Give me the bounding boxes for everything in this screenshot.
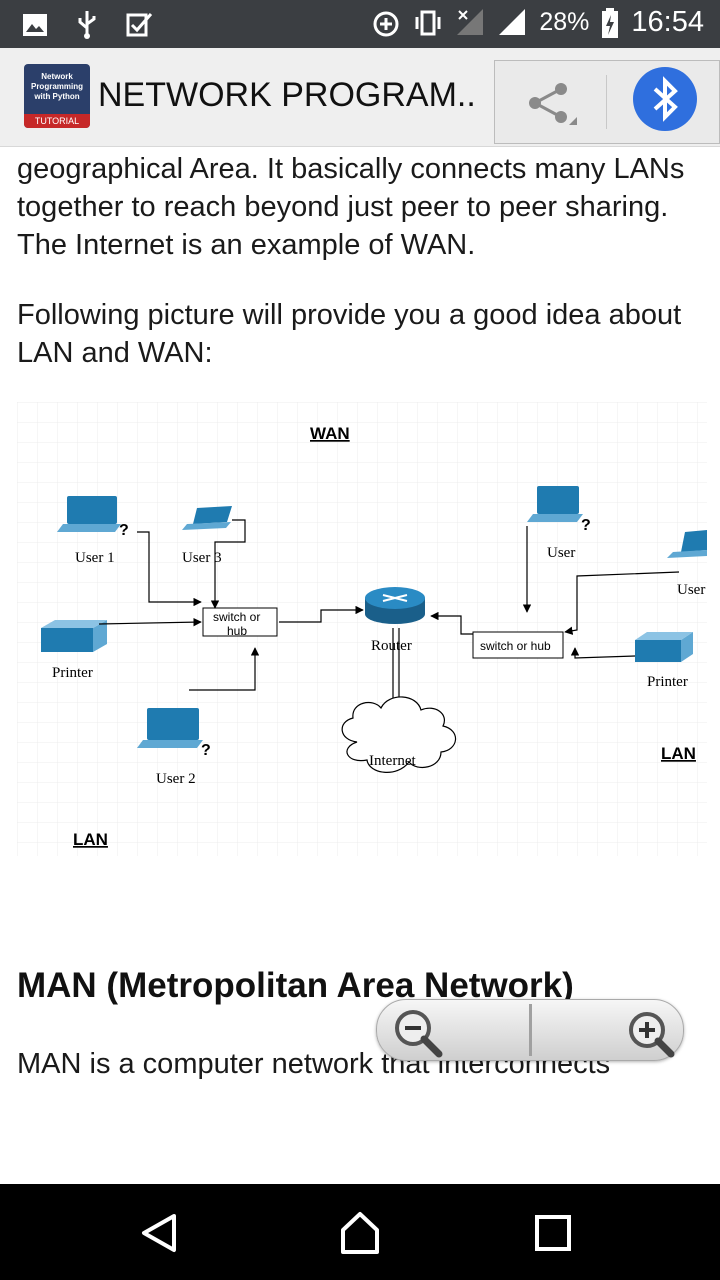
svg-text:?: ? [201, 742, 211, 759]
data-saver-icon [373, 11, 399, 36]
lan-wan-diagram: WAN LAN LAN ? User 1 User 3 Printer ? [17, 402, 707, 856]
bluetooth-icon [653, 76, 678, 122]
user3-label: User 3 [182, 550, 222, 566]
printer-left-label: Printer [52, 665, 93, 681]
battery-percent: 28% [539, 8, 590, 36]
tasks-icon [126, 13, 153, 37]
no-data-signal-icon [457, 8, 484, 35]
share-icon[interactable] [523, 79, 579, 127]
paragraph-wan: geographical Area. It basically connects… [17, 153, 685, 261]
vibrate-icon [415, 10, 441, 35]
right-connectors [430, 526, 680, 659]
switch-right-box [472, 631, 564, 659]
battery-charging-icon [602, 7, 619, 38]
svg-text:?: ? [581, 517, 591, 534]
lan-right-label: LAN [661, 744, 696, 763]
usb-icon [78, 11, 96, 39]
app-title: NETWORK PROGRAM.. [98, 76, 476, 114]
zoom-out-button[interactable] [391, 1006, 443, 1058]
laptop-user-far-right-icon [667, 530, 707, 558]
signal-icon [499, 8, 526, 35]
laptop-user-right-icon: ? [527, 486, 591, 534]
clock: 16:54 [631, 6, 704, 38]
laptop-user2-icon: ? [137, 708, 211, 759]
left-connectors [98, 519, 364, 691]
printer-right-label: Printer [647, 674, 688, 690]
zoom-in-icon [629, 1012, 675, 1058]
zoom-out-icon [395, 1010, 443, 1058]
zoom-divider [529, 1004, 532, 1056]
user1-label: User 1 [75, 550, 115, 566]
back-icon[interactable] [134, 1208, 184, 1258]
zoom-controls [376, 999, 684, 1061]
user-far-right-label: User [677, 582, 705, 598]
svg-text:?: ? [119, 522, 129, 539]
app-logo-text: Network Programming with Python [30, 72, 83, 101]
router-label: Router [371, 638, 412, 654]
lan-left-label: LAN [73, 830, 108, 849]
user2-label: User 2 [156, 771, 196, 787]
toolbar-actions [494, 60, 720, 144]
navigation-bar [0, 1184, 720, 1280]
switch-left-box [202, 607, 278, 637]
home-icon[interactable] [335, 1208, 385, 1258]
recents-icon[interactable] [528, 1208, 578, 1258]
bluetooth-button[interactable] [633, 67, 697, 131]
switch-left-line2: hub [227, 624, 247, 638]
switch-right-label: switch or hub [480, 639, 551, 653]
internet-cloud-icon [341, 696, 457, 773]
user-right-top-label: User [547, 545, 575, 561]
wan-label: WAN [310, 424, 350, 443]
app-bar: Network Programming with Python TUTORIAL… [0, 48, 720, 147]
laptop-user3-icon [182, 506, 232, 530]
laptop-user1-icon: ? [57, 496, 129, 539]
printer-left-icon [41, 620, 107, 652]
heading-man: MAN (Metropolitan Area Network) [17, 966, 574, 1005]
router-icon [365, 587, 425, 624]
article-content[interactable]: geographical Area. It basically connects… [0, 146, 720, 1184]
paragraph-intro-figure: Following picture will provide you a goo… [17, 299, 682, 369]
status-bar: 28% 16:54 [0, 0, 720, 48]
internet-label: Internet [369, 753, 416, 769]
toolbar-divider [606, 75, 607, 129]
app-logo[interactable]: Network Programming with Python TUTORIAL [24, 64, 90, 128]
zoom-in-button[interactable] [621, 1006, 675, 1058]
image-icon [23, 14, 47, 36]
app-logo-tag: TUTORIAL [24, 114, 90, 128]
printer-right-icon [635, 632, 693, 662]
switch-left-line1: switch or [213, 610, 260, 624]
